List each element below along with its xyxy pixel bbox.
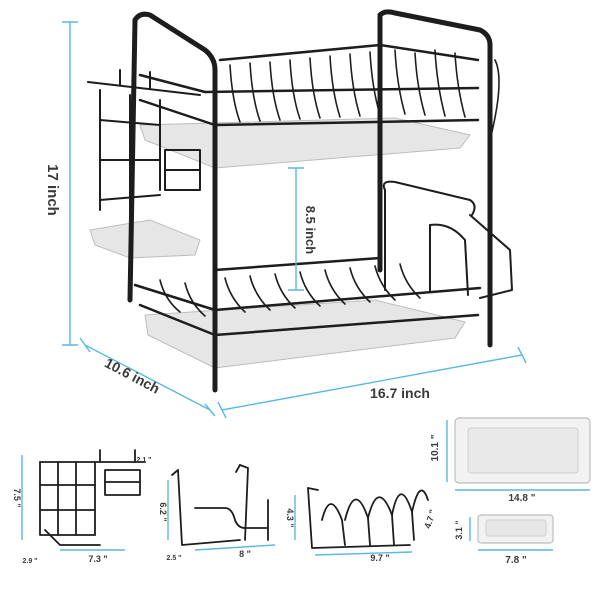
large-tray-depth: 10.1 " bbox=[430, 434, 441, 461]
width-label: 16.7 inch bbox=[370, 385, 430, 401]
tier-gap-label: 8.5 inch bbox=[303, 206, 318, 254]
height-label: 17 inch bbox=[44, 164, 61, 216]
cup-holder-width: 9.7 " bbox=[370, 553, 389, 563]
small-tray-width: 7.8 " bbox=[505, 555, 527, 566]
tier-gap-dimension-line bbox=[288, 167, 304, 291]
small-tray-detail: 3.1 " 7.8 " bbox=[454, 514, 554, 566]
large-tray-detail: 10.1 " 14.8 " bbox=[430, 417, 591, 504]
height-dimension-line bbox=[62, 21, 78, 346]
side-board-holder bbox=[382, 180, 513, 299]
board-holder-depth: 2.5 " bbox=[167, 555, 182, 562]
depth-label: 10.6 inch bbox=[102, 354, 162, 396]
top-basket bbox=[138, 43, 480, 127]
top-basket-tines bbox=[229, 49, 500, 141]
board-holder-width: 8 " bbox=[239, 549, 251, 559]
utensil-holder-height: 7.5 " bbox=[12, 488, 22, 507]
cup-holder-detail: 4.3 " 9.7 " 4.7 " bbox=[285, 487, 438, 563]
board-holder-height: 6.2 " bbox=[158, 502, 168, 521]
utensil-holder-depth: 2.9 " bbox=[23, 558, 38, 565]
utensil-holder-detail: 7.5 " 7.3 " 2.9 " 2.1 " bbox=[12, 449, 152, 565]
main-rack bbox=[87, 9, 513, 393]
utensil-holder-cup-depth: 2.1 " bbox=[137, 457, 152, 464]
depth-dimension-line bbox=[79, 337, 216, 417]
bottom-drip-tray bbox=[144, 299, 466, 369]
cup-holder-depth: 4.7 " bbox=[422, 508, 437, 529]
cup-holder-height: 4.3 " bbox=[285, 508, 295, 527]
bottom-basket-tines bbox=[159, 263, 421, 317]
side-utensil-holder bbox=[87, 69, 201, 216]
side-tray bbox=[89, 219, 201, 259]
large-tray-width: 14.8 " bbox=[509, 493, 536, 504]
utensil-holder-width: 7.3 " bbox=[88, 554, 107, 564]
small-tray-depth: 3.1 " bbox=[454, 520, 464, 539]
board-holder-detail: 6.2 " 8 " 2.5 " bbox=[158, 464, 276, 562]
top-drip-tray bbox=[139, 117, 471, 169]
bottom-basket bbox=[133, 256, 482, 337]
width-dimension-line bbox=[217, 346, 527, 419]
